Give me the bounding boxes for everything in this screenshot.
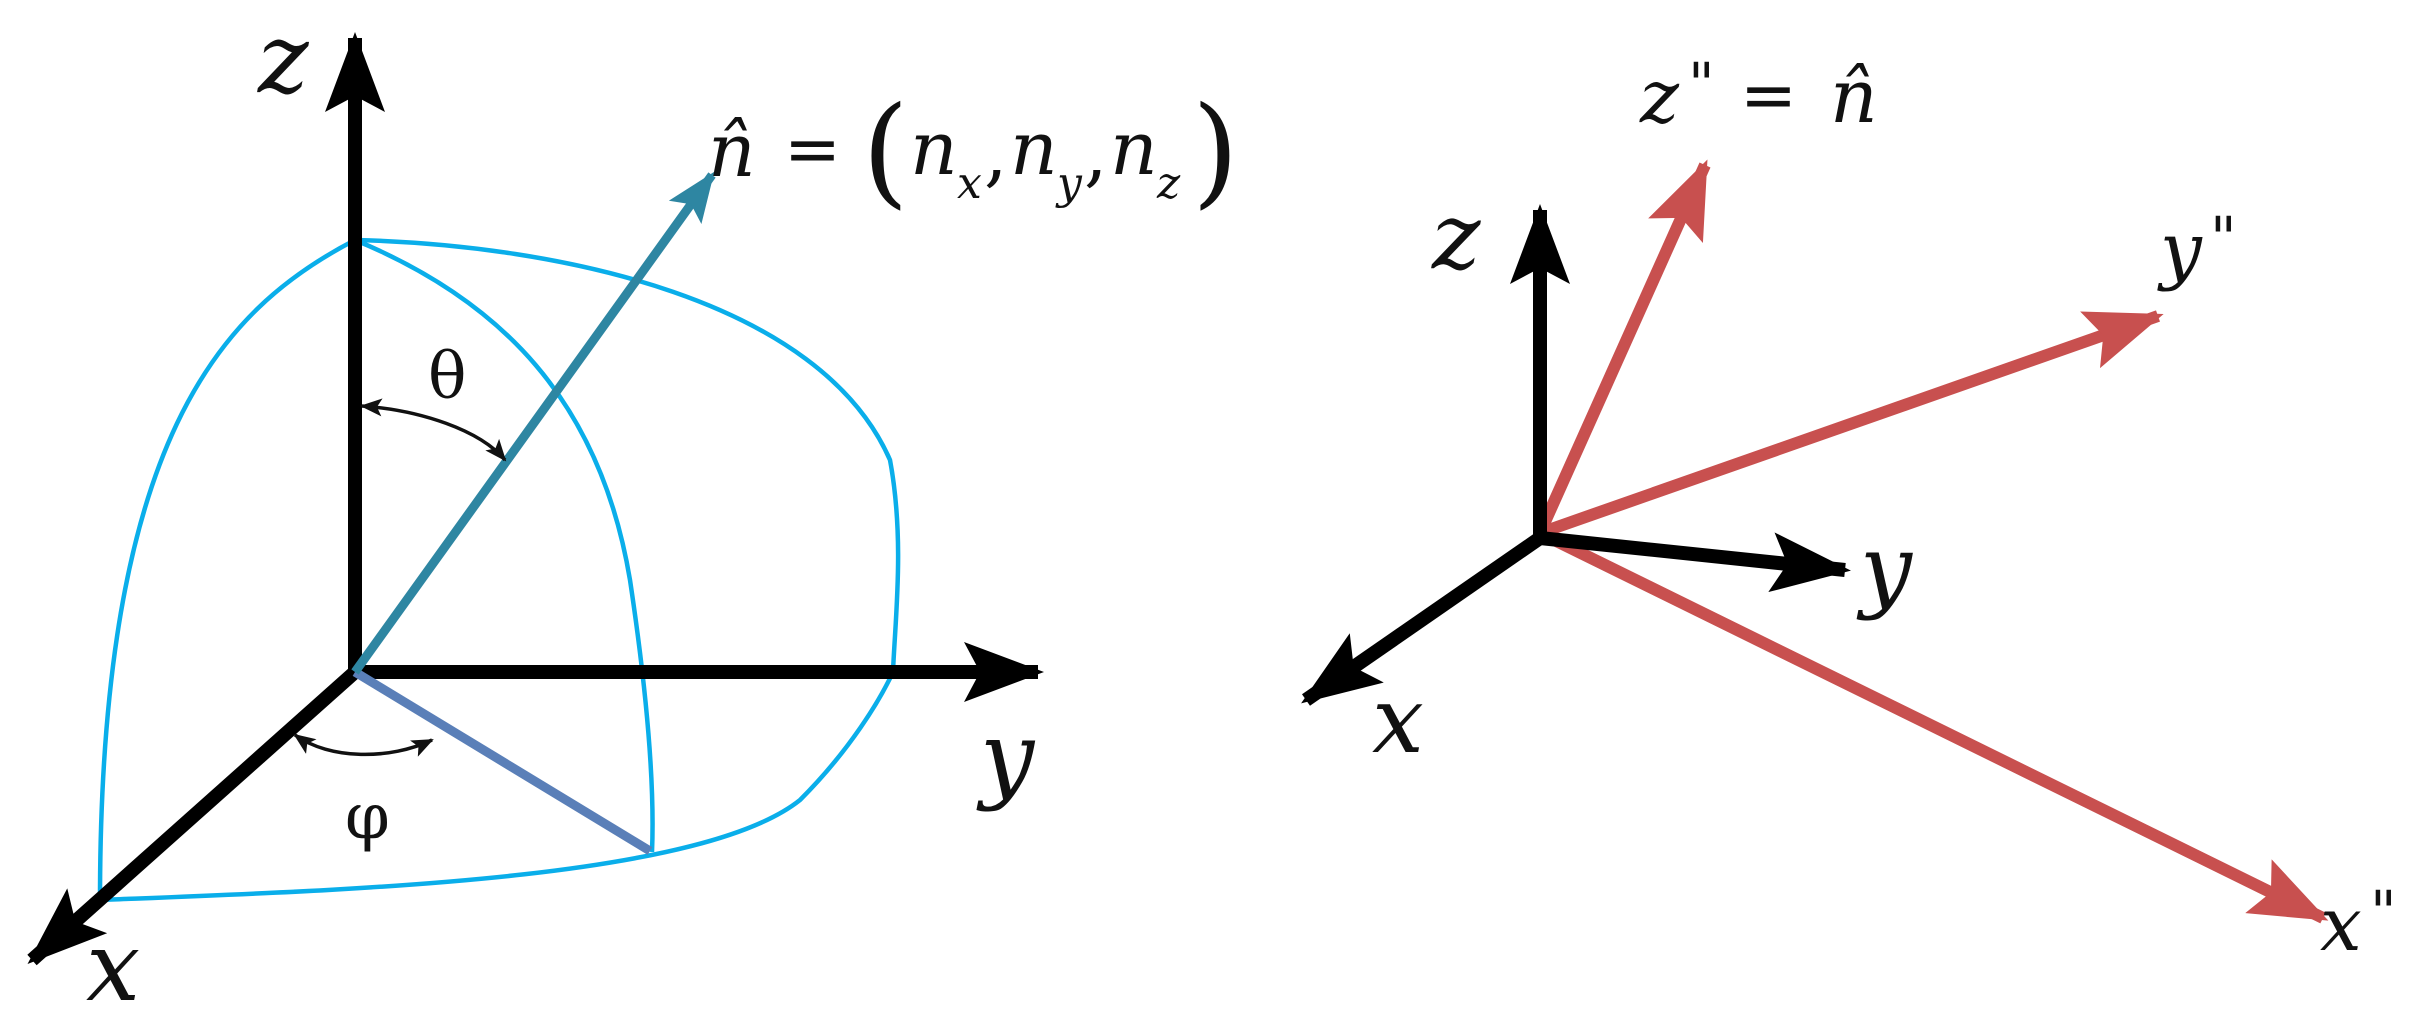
n-hat-symbol: n̂ (708, 108, 756, 194)
equals-sign: = (784, 110, 841, 189)
right-diagram: z y x z " = n̂ y " x " (1301, 50, 2397, 968)
comma-1: , (984, 110, 1008, 196)
x-axis-label: x (86, 911, 140, 1023)
right-y-axis (1539, 531, 1851, 593)
y-axis-label: y (976, 701, 1036, 813)
z-axis-label: z (257, 3, 310, 115)
x-double-prime-label: x " (2320, 878, 2397, 968)
x-axis (27, 666, 360, 966)
z-double-prime-mark: " (1688, 50, 1715, 118)
open-paren: ( (862, 82, 909, 221)
y-double-prime-mark: " (2210, 204, 2237, 272)
right-y-axis-label: y (1856, 515, 1913, 622)
normal-vector-label: n̂ = ( n x , n y , n z ) (708, 82, 1239, 221)
normal-vector (351, 171, 716, 675)
right-z-axis-label: z (1431, 183, 1481, 290)
n-z-base: n (1110, 106, 1158, 192)
phi-label: φ (345, 780, 390, 854)
sphere-octant (97, 237, 901, 903)
close-paren: ) (1192, 82, 1239, 221)
sphere-meridian-n (354, 237, 655, 853)
y-double-prime-axis (1538, 310, 2164, 539)
x-double-prime-axis (1537, 527, 2329, 924)
right-x-axis (1301, 532, 1544, 706)
sphere-equator (99, 671, 896, 903)
x-double-prime-letter: x (2320, 882, 2362, 968)
y-double-prime-label: y " (2157, 204, 2237, 293)
n-y-subscript: y (1055, 158, 1083, 209)
comma-2: , (1084, 110, 1108, 196)
right-x-axis-label: x (1372, 667, 1424, 774)
theta-label: θ (428, 340, 467, 414)
y-double-prime-letter: y (2157, 207, 2203, 293)
n-z-subscript: z (1156, 158, 1181, 209)
sphere-meridian-yz (354, 237, 901, 673)
x-double-prime-mark: " (2370, 878, 2397, 946)
z-double-prime-axis (1534, 159, 1711, 536)
n-y-base: n (1010, 106, 1058, 192)
z-double-prime-n-hat: n̂ (1830, 54, 1878, 140)
sphere-meridian-xz (97, 238, 357, 901)
n-x-subscript: x (957, 158, 982, 209)
phi-arc (293, 733, 434, 757)
projection-line (352, 668, 653, 855)
n-x-base: n (910, 106, 958, 192)
left-diagram: z y x θ φ n̂ = ( n x , n y , n z ) (27, 3, 1239, 1023)
z-double-prime-letter: z (1639, 54, 1680, 140)
z-double-prime-label: z " = n̂ (1639, 50, 1878, 140)
z-double-prime-equals: = (1740, 56, 1797, 135)
theta-arc (360, 398, 507, 462)
